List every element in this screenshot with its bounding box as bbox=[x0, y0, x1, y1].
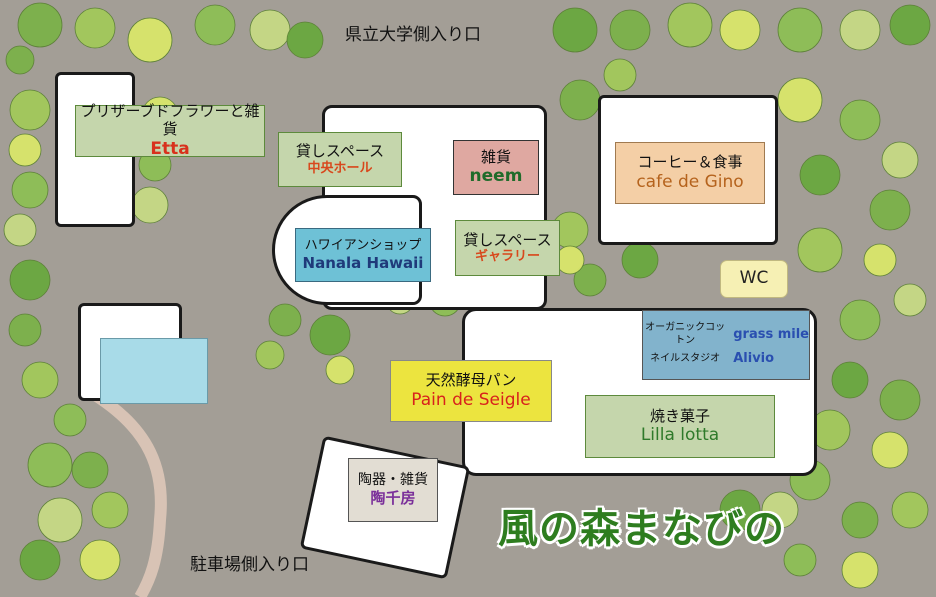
tree-icon bbox=[9, 89, 51, 131]
parking-area bbox=[100, 338, 208, 404]
tree-icon bbox=[9, 259, 51, 301]
shop-category: コーヒー＆食事 bbox=[637, 153, 743, 171]
shop-etta[interactable]: プリザーブドフラワーと雑貨 Etta bbox=[75, 101, 265, 160]
shop-name: Etta bbox=[150, 139, 190, 160]
shop-nanala-hawaii[interactable]: ハワイアンショップ Nanala Hawaii bbox=[295, 228, 431, 282]
tree-icon bbox=[5, 45, 35, 75]
tree-icon bbox=[839, 299, 881, 341]
tree-icon bbox=[841, 501, 879, 539]
tree-icon bbox=[91, 491, 129, 529]
tree-icon bbox=[19, 539, 61, 581]
tree-icon bbox=[719, 9, 761, 51]
tree-icon bbox=[27, 442, 73, 488]
tree-icon bbox=[609, 9, 651, 51]
tree-icon bbox=[839, 99, 881, 141]
tree-icon bbox=[761, 491, 799, 529]
tree-icon bbox=[74, 7, 116, 49]
shop-grass-mile-alivio[interactable]: オーガニックコットン grass mile ネイルスタジオ Alivio bbox=[642, 310, 810, 380]
bottom-entrance-label: 駐車場側入り口 bbox=[190, 555, 309, 575]
shop-category: 貸しスペース bbox=[463, 230, 552, 249]
tree-icon bbox=[869, 189, 911, 231]
tree-icon bbox=[871, 431, 909, 469]
shop-category: オーガニックコットン bbox=[645, 322, 726, 346]
tree-icon bbox=[719, 489, 761, 531]
tree-icon bbox=[552, 7, 598, 53]
tree-icon bbox=[777, 7, 823, 53]
shop-name: Pain de Seigle bbox=[411, 389, 531, 410]
tree-icon bbox=[286, 21, 324, 59]
tree-icon bbox=[21, 361, 59, 399]
tree-icon bbox=[37, 497, 83, 543]
tree-icon bbox=[797, 227, 843, 273]
tree-icon bbox=[667, 2, 713, 48]
shop-category-2: ネイルスタジオ bbox=[650, 353, 721, 365]
tree-icon bbox=[11, 171, 49, 209]
shop-gallery[interactable]: 貸しスペース ギャラリー bbox=[455, 220, 560, 276]
shop-name: 中央ホール bbox=[307, 160, 373, 176]
shop-name: neem bbox=[469, 166, 523, 187]
tree-icon bbox=[17, 2, 63, 48]
top-entrance-label: 県立大学側入り口 bbox=[345, 25, 481, 45]
tree-icon bbox=[325, 355, 355, 385]
shop-tousenbou[interactable]: 陶器・雑貨 陶千房 bbox=[348, 458, 438, 522]
tree-icon bbox=[799, 154, 841, 196]
tree-icon bbox=[881, 141, 919, 179]
tree-icon bbox=[603, 58, 637, 92]
tree-icon bbox=[839, 9, 881, 51]
tree-icon bbox=[268, 303, 302, 337]
tree-icon bbox=[3, 213, 37, 247]
tree-icon bbox=[573, 263, 607, 297]
tree-icon bbox=[841, 551, 879, 589]
shop-category: 焼き菓子 bbox=[649, 406, 710, 425]
tree-icon bbox=[863, 243, 897, 277]
shop-name-2: Alivio bbox=[733, 351, 775, 367]
shop-pain-de-seigle[interactable]: 天然酵母パン Pain de Seigle bbox=[390, 360, 552, 422]
tree-icon bbox=[255, 340, 285, 370]
tree-icon bbox=[8, 313, 42, 347]
tree-icon bbox=[783, 543, 817, 577]
shop-category: 陶器・雑貨 bbox=[358, 471, 428, 488]
tree-icon bbox=[831, 361, 869, 399]
tree-icon bbox=[777, 77, 823, 123]
shop-cafe-de-gino[interactable]: コーヒー＆食事 cafe de Gino bbox=[615, 142, 765, 204]
shop-name: grass mile bbox=[733, 326, 809, 342]
tree-icon bbox=[194, 4, 236, 46]
tree-icon bbox=[893, 283, 927, 317]
shop-central-hall[interactable]: 貸しスペース 中央ホール bbox=[278, 132, 402, 187]
shop-category: プリザーブドフラワーと雑貨 bbox=[80, 101, 260, 139]
tree-icon bbox=[71, 451, 109, 489]
shop-category: 雑貨 bbox=[480, 147, 511, 166]
shop-lilla-lotta[interactable]: 焼き菓子 Lilla lotta bbox=[585, 395, 775, 458]
map-title: 風の森まなびの bbox=[498, 506, 785, 552]
shop-category: 天然酵母パン bbox=[425, 371, 517, 389]
tree-icon bbox=[879, 379, 921, 421]
shop-category: ハワイアンショップ bbox=[304, 237, 422, 253]
wc[interactable]: WC bbox=[720, 260, 788, 298]
shop-name: cafe de Gino bbox=[636, 171, 744, 192]
tree-icon bbox=[891, 491, 929, 529]
shop-neem[interactable]: 雑貨 neem bbox=[453, 140, 539, 195]
shop-name: Lilla lotta bbox=[640, 425, 720, 446]
shop-name: ギャラリー bbox=[474, 249, 540, 265]
shop-category: 貸しスペース bbox=[295, 142, 385, 160]
wc-label: WC bbox=[739, 268, 769, 289]
tree-icon bbox=[53, 403, 87, 437]
tree-icon bbox=[127, 17, 173, 63]
tree-icon bbox=[309, 314, 351, 356]
tree-icon bbox=[889, 4, 931, 46]
shop-name: 陶千房 bbox=[370, 489, 416, 508]
shop-name: Nanala Hawaii bbox=[302, 253, 424, 272]
tree-icon bbox=[79, 539, 121, 581]
tree-icon bbox=[8, 133, 42, 167]
